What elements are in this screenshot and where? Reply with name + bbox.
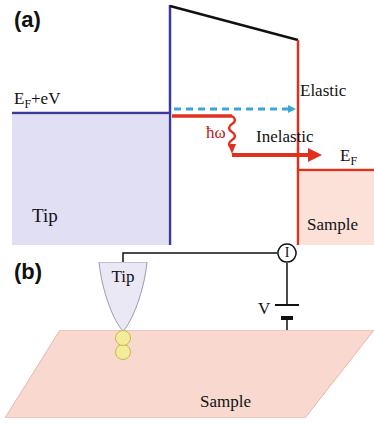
energy-level-label: EF+eV [14,90,60,111]
region-label: Tip [111,268,134,287]
region-label: Tip [32,206,58,227]
inelastic-arrow [232,153,318,157]
panel-label: (a) [14,8,41,32]
tip-shape-path [99,262,147,331]
phonon-wiggle [229,116,235,148]
ammeter-circle-path [278,244,296,262]
energy-level-label: EF [340,147,357,168]
battery-short-plate [281,316,293,320]
process-label: Elastic [300,82,346,101]
inelastic-path [172,114,232,118]
sample-plane-path [5,330,374,418]
panel-label: (b) [14,260,42,284]
barrier-top [170,6,298,40]
region-label: I [285,245,290,260]
region-label: Sample [307,216,358,235]
sample-band: Sample [299,171,374,245]
process-label: Inelastic [256,128,314,147]
sample-plane: Sample [5,330,374,418]
tip-wall [169,5,172,245]
battery-long-plate [275,304,299,306]
tip-band: Tip [12,114,169,245]
battery-gap [276,304,298,320]
region-label: Sample [200,393,251,412]
circuit-wire [123,253,277,262]
phonon-label: ħω [206,124,226,143]
phonon-head [228,144,236,154]
ammeter-circle: I [277,243,297,263]
elastic-arrow [174,108,294,111]
voltage-label: V [258,300,270,319]
tip-shape: Tip [98,262,148,332]
sample-plane-outline [5,330,374,418]
